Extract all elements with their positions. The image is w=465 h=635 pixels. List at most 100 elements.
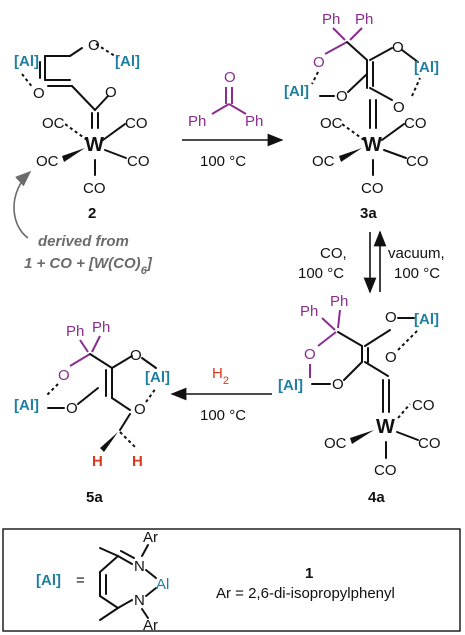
compound-5a: Ph Ph O [Al] O O [Al] O H H 5a [14,319,170,506]
co-ligand-label: CO [83,180,106,197]
bond [228,103,247,115]
dative-bond [411,77,421,97]
co-ligand-label: CO [406,153,429,170]
co-ligand-bond [396,431,419,441]
dative-bond [45,383,59,397]
oxygen-label: O [134,401,146,418]
hash-bond [119,431,137,449]
al-label: [Al] [414,59,439,76]
bond [332,27,346,41]
al-label: [Al] [115,53,140,70]
bond [321,317,336,331]
bond [364,361,389,377]
oxygen-label: O [385,349,397,366]
co-ligand-label: OC [324,435,347,452]
condition-reverse-temperature: 100 °C [394,265,440,282]
bond [99,555,119,573]
bond [99,595,119,609]
compound-number-2: 2 [88,205,96,222]
derived-from-line2: 1 + CO + [W(CO)6] [24,255,153,277]
bond [324,41,348,55]
bond [117,555,133,565]
wedge-bond [350,430,374,444]
co-ligand-label: OC [36,153,59,170]
oxygen-label: O [58,367,70,384]
aryl-label: Ar [143,529,158,546]
oxygen-label: O [33,85,45,102]
al-label: [Al] [14,397,39,414]
bond [79,339,89,353]
bond [145,569,157,579]
dative-bond [21,73,34,89]
bond [119,413,131,431]
bond [401,49,419,63]
compound-number-3a: 3a [360,205,377,222]
ligand-legend: [Al] = N N Ar Ar Al 1 Ar = 2,6-di-isopro… [2,528,461,634]
equals-sign: = [76,572,85,589]
co-ligand-label: CO [374,462,397,479]
wedge-bond [100,432,118,452]
aluminium-atom-label: Al [156,576,169,593]
bond [369,87,393,101]
al-label: [Al] [414,311,439,328]
compound-number-1: 1 [305,565,313,582]
al-label: [Al] [284,83,309,100]
compound-number-4a: 4a [368,489,385,506]
tungsten-label: W [376,416,395,438]
phenyl-label: Ph [188,113,206,130]
phenyl-label: Ph [300,303,318,320]
phenyl-label: Ph [92,319,110,336]
bond [317,331,337,347]
benzophenone-reagent: O Ph Ph [188,69,263,130]
oxygen-label: O [332,376,344,393]
al-label: [Al] [14,53,39,70]
compound-4a: Ph Ph O [Al] O O [Al] O W CO OC CO CO 4a [278,293,441,506]
al-label: [Al] [278,377,303,394]
methyl-bond [99,607,119,621]
dative-bond [397,329,419,351]
phenyl-label: Ph [245,113,263,130]
nitrogen-label: N [134,592,145,609]
co-ligand-bond [381,123,405,141]
phenyl-label: Ph [66,323,84,340]
tungsten-label: W [85,134,104,156]
aryl-label: Ar [143,617,158,634]
compound-2: [Al] O [Al] O O W OC CO OC CO CO 2 [14,37,150,222]
dative-bond [311,71,319,85]
bond [337,331,363,347]
dative-bond [95,43,119,59]
compound-number-5a: 5a [86,489,103,506]
bond [337,309,341,329]
co-ligand-bond [397,403,411,419]
bond [349,27,363,41]
dative-bond [145,387,157,403]
co-ligand-label: OC [320,115,343,132]
wedge-bond [339,148,362,162]
bond [69,353,91,367]
tungsten-label: W [363,134,382,156]
aryl-definition: Ar = 2,6-di-isopropylphenyl [216,585,395,602]
hydrogen-label: H [132,453,143,470]
nitrogen-label: N [134,558,145,575]
co-ligand-bond [102,123,126,141]
bond [141,608,149,619]
co-ligand-label: CO [404,115,427,132]
bond [120,550,135,559]
co-ligand-label: CO [125,115,148,132]
bond [111,355,133,369]
co-ligand-bond [64,123,88,141]
oxygen-label: O [88,37,100,54]
bond [346,41,368,61]
oxygen-label: O [392,39,404,56]
oxygen-label: O [385,309,397,326]
bond [369,47,393,61]
oxygen-label: O [393,99,405,116]
bond [364,329,391,347]
condition-h2-temperature: 100 °C [200,407,246,424]
oxygen-label: O [105,84,117,101]
oxygen-label: O [224,69,236,86]
bond [211,103,230,115]
bond [145,587,157,597]
oxygen-label: O [130,347,142,364]
condition-forward-temperature: 100 °C [298,265,344,282]
